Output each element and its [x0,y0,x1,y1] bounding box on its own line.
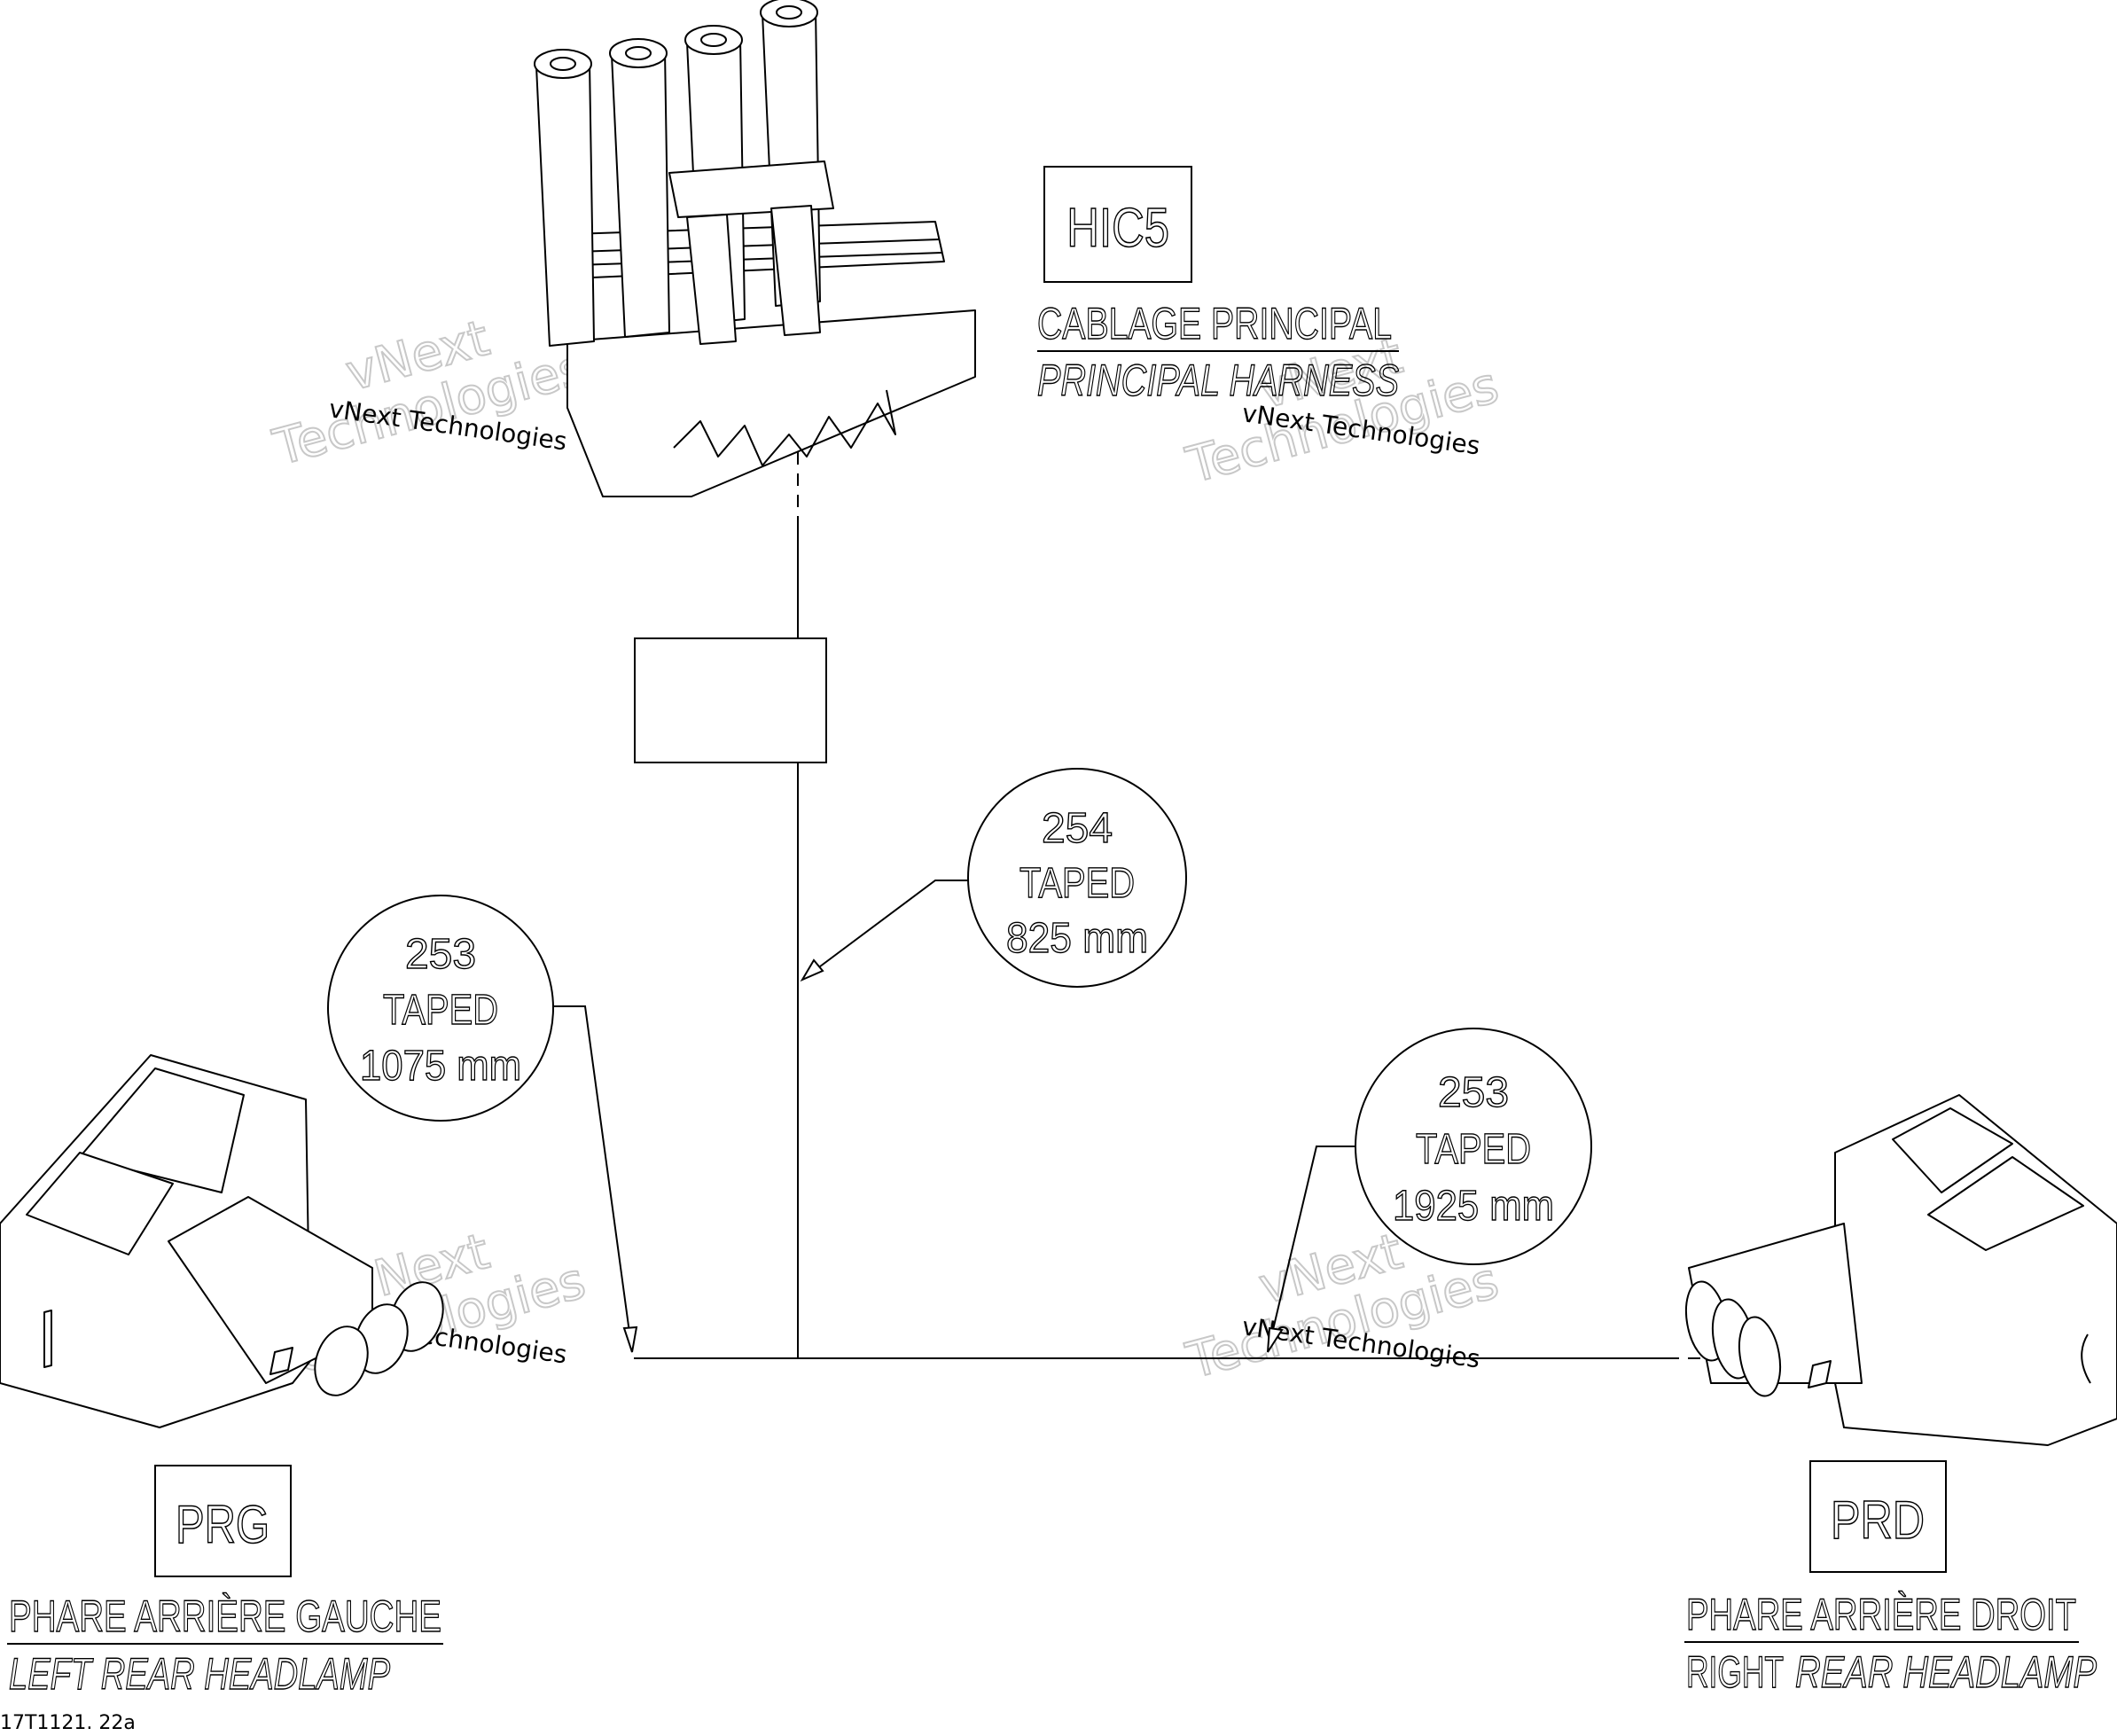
callout-253-right-num: 253 [1438,1069,1509,1116]
callout-253-left-circle [327,895,554,1122]
connector-hic5 [534,0,976,497]
prd-label-en-italic: REAR HEADLAMP [1795,1647,2097,1697]
callout-253-right-kind: TAPED [1416,1126,1531,1173]
callout-253-left-arrow [622,1325,638,1353]
callout-253-right-arrow [1267,1326,1284,1353]
callout-254-circle [967,768,1187,988]
callout-253-right-leader [1267,1146,1355,1353]
prg-code: PRG [176,1495,270,1554]
callout-254-arrow [800,958,824,982]
connector-prg [0,1054,444,1428]
hic5-code-box [1043,166,1192,283]
callout-253-left-kind: TAPED [383,987,498,1034]
harness-clip-box [634,637,827,763]
label-prg: PRG PHARE ARRIÈRE GAUCHE LEFT REAR HEADL… [7,1465,443,1700]
prg-code-box [154,1465,292,1577]
connector-prd [1684,1094,2117,1446]
footer-ref: 17T1121. 22a [0,1712,136,1734]
label-prd: PRD PHARE ARRIÈRE DROIT RIGHT REAR HEADL… [1684,1460,2097,1698]
callout-253-right: 253 TAPED 1925 mm [1267,1028,1592,1353]
prg-tubes [168,1196,444,1396]
prd-tubes [1684,1223,1863,1397]
prd-label-en-plain: RIGHT [1686,1647,1784,1697]
hic5-label-fr: CABLAGE PRINCIPAL [1037,299,1392,348]
prd-code: PRD [1831,1490,1925,1550]
label-hic5: HIC5 CABLAGE PRINCIPAL PRINCIPAL HARNESS [1036,166,1400,406]
prd-code-box [1809,1460,1947,1573]
callout-254: 254 TAPED 825 mm [800,768,1187,988]
callout-253-right-len: 1925 mm [1393,1183,1554,1230]
prd-label-fr: PHARE ARRIÈRE DROIT [1686,1590,2076,1639]
hic5-code: HIC5 [1066,198,1169,259]
callout-254-kind: TAPED [1019,860,1135,907]
callout-253-left-num: 253 [405,931,476,978]
watermarks: vNext Technologies vNext Technologies vN… [267,309,1505,1391]
callout-254-leader [801,880,968,981]
callout-253-left-len: 1075 mm [360,1043,521,1090]
callout-254-num: 254 [1042,805,1113,852]
wires [634,452,1738,1359]
prg-label-en: LEFT REAR HEADLAMP [9,1649,390,1699]
callout-254-len: 825 mm [1006,915,1148,962]
hic5-label-en: PRINCIPAL HARNESS [1037,356,1399,405]
callout-253-left-leader [553,1005,633,1353]
callout-253-left: 253 TAPED 1075 mm [327,895,638,1353]
prg-label-fr: PHARE ARRIÈRE GAUCHE [9,1591,441,1641]
